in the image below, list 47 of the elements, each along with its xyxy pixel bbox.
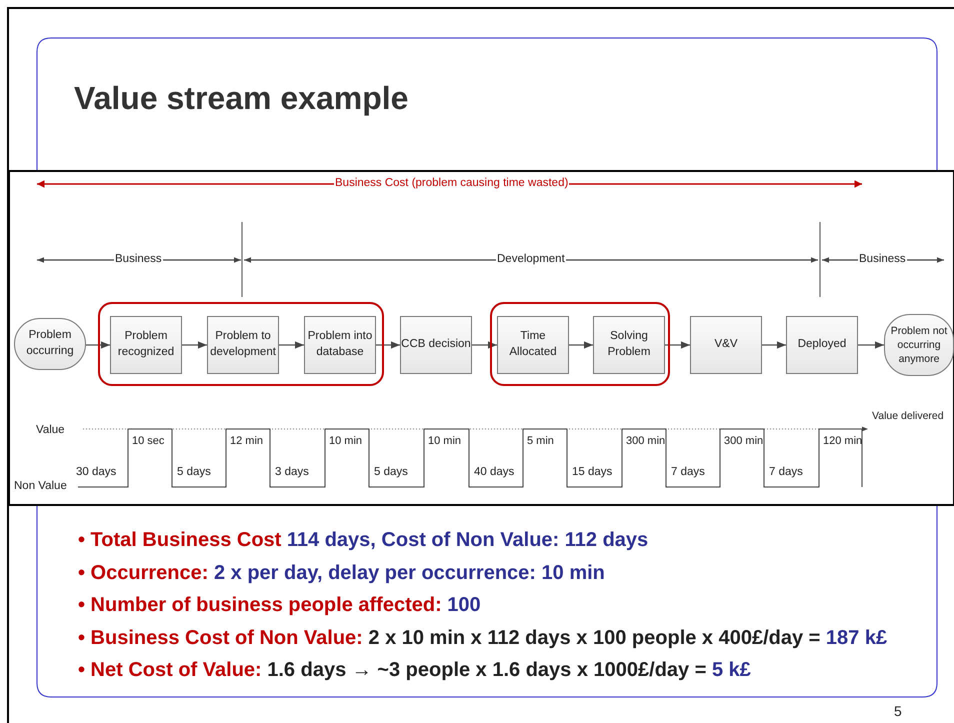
- span-label: Development: [496, 253, 566, 266]
- arrow: [279, 341, 304, 349]
- page-number: 5: [894, 704, 902, 720]
- arrow: [376, 341, 400, 349]
- slide-title: Value stream example: [74, 80, 408, 117]
- duration-label: 12 min: [230, 435, 264, 448]
- process-box: Problem to development: [207, 316, 279, 374]
- duration-label: 300 min: [626, 435, 666, 448]
- duration-label: 3 days: [275, 466, 309, 479]
- span-label: Business Cost (problem causing time wasted): [334, 177, 570, 190]
- duration-label: 300 min: [724, 435, 764, 448]
- arrow: [569, 341, 593, 349]
- bullet-text: • Net Cost of Value: 1.6 days → ~3 people x 1.6 days x 1000£/day = 5 k£: [78, 658, 752, 683]
- duration-label: 7 days: [769, 466, 803, 479]
- arrow: [665, 341, 690, 349]
- duration-label: 120 min: [823, 435, 863, 448]
- arrow: [858, 341, 884, 349]
- axis-label: Value delivered: [872, 411, 944, 423]
- duration-label: 5 days: [177, 466, 211, 479]
- duration-label: 10 sec: [132, 435, 166, 448]
- duration-label: 5 days: [374, 466, 408, 479]
- duration-label: 30 days: [76, 466, 116, 479]
- bullet-text: • Total Business Cost 114 days, Cost of Non Value: 112 days: [78, 528, 650, 553]
- duration-label: 15 days: [572, 466, 612, 479]
- process-box: Problem into database: [304, 316, 376, 374]
- highlight-frame: [490, 302, 670, 386]
- bullet-text: • Occurrence: 2 x per day, delay per occurrence: 10 min: [78, 560, 606, 586]
- process-box: Time Allocated: [497, 316, 569, 374]
- process-box: V&V: [690, 316, 762, 374]
- highlight-frame: [98, 302, 384, 386]
- process-box: Problem recognized: [110, 316, 182, 374]
- duration-label: 40 days: [474, 466, 514, 479]
- arrow: [182, 341, 207, 349]
- duration-label: 5 min: [527, 435, 555, 448]
- duration-label: 10 min: [428, 435, 462, 448]
- arrow: [472, 341, 497, 349]
- process-box: Deployed: [786, 316, 858, 374]
- duration-label: 7 days: [671, 466, 705, 479]
- axis-label: Value: [36, 424, 65, 437]
- duration-label: 10 min: [329, 435, 364, 448]
- arrow: [86, 341, 110, 349]
- process-box: CCB decision: [400, 316, 472, 374]
- bullet-text: • Business Cost of Non Value: 2 x 10 min x 112 days x 100 people x 400£/day = 187 k£: [78, 626, 888, 650]
- process-box: Solving Problem: [593, 316, 665, 374]
- axis-label: Non Value: [14, 480, 67, 493]
- arrow: [762, 341, 786, 349]
- bullet-text: • Number of business people affected: 100: [78, 593, 482, 618]
